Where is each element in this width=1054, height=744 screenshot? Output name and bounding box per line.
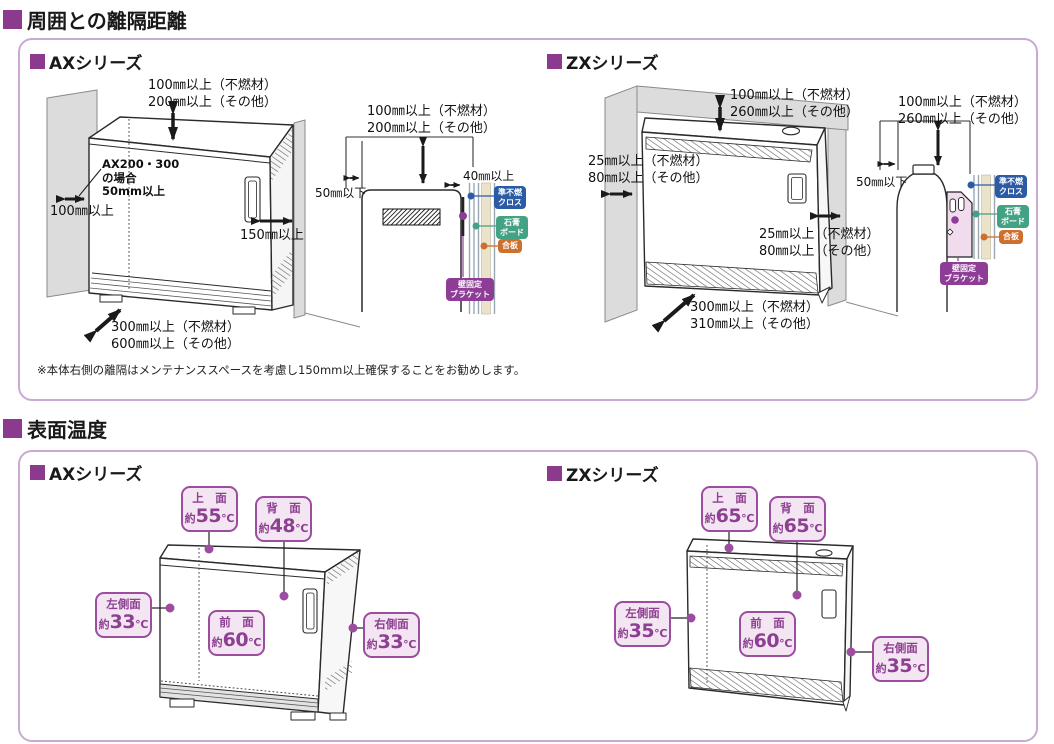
ax-section-gap-label: 40㎜以上 (463, 169, 515, 183)
surface-zx-heading-text: ZXシリーズ (566, 466, 659, 486)
temp-badge-zx-right: 右側面 約35℃ (872, 636, 929, 682)
wall-layer-badge-semi-noncombustible-cloth: 準不燃 クロス (995, 175, 1027, 198)
subsection-bullet-icon (547, 466, 562, 481)
zx-section-left-label: 50㎜以下 (856, 175, 908, 189)
section-bullet-icon (3, 419, 22, 438)
temp-badge-zx-front: 前 面 約60℃ (739, 611, 796, 657)
temp-badge-ax-right: 右側面 約33℃ (363, 612, 420, 658)
section-bullet-icon (3, 10, 22, 29)
ax-model-note: AX200・300 の場合 50mm以上 (102, 157, 180, 198)
ax-section-left-label: 50㎜以下 (315, 186, 367, 200)
surface-ax-heading: AXシリーズ (30, 460, 142, 485)
clearance-footnote: ※本体右側の離隔はメンテナンススペースを考慮し150mm以上確保することをお勧め… (37, 363, 526, 377)
clearance-ax-heading: AXシリーズ (30, 49, 142, 74)
temp-badge-zx-back: 背 面 約65℃ (769, 496, 826, 542)
clearance-zx-heading: ZXシリーズ (547, 49, 659, 74)
ax-right-clearance-label: 150㎜以上 (240, 228, 304, 243)
temp-badge-zx-left: 左側面 約35℃ (614, 601, 671, 647)
wall-layer-badge-plywood: 合板 (498, 239, 522, 253)
ax-section-top-label: 100㎜以上（不燃材） 200㎜以上（その他） (367, 104, 496, 136)
temp-badge-ax-front: 前 面 約60℃ (208, 610, 265, 656)
clearance-section-title: 周囲との離隔距離 (3, 5, 187, 34)
subsection-bullet-icon (547, 54, 562, 69)
clearance-zx-heading-text: ZXシリーズ (566, 54, 659, 74)
zx-section-top-label: 100㎜以上（不燃材） 260㎜以上（その他） (898, 95, 1027, 127)
temp-badge-ax-left: 左側面 約33℃ (95, 592, 152, 638)
temp-badge-zx-top: 上 面 約65℃ (701, 486, 758, 532)
wall-layer-badge-gypsum-board: 石膏 ボード (496, 216, 528, 239)
subsection-bullet-icon (30, 465, 45, 480)
subsection-bullet-icon (30, 54, 45, 69)
clearance-ax-heading-text: AXシリーズ (49, 54, 143, 74)
surface-title-text: 表面温度 (27, 418, 107, 442)
ax-left-clearance-label: 100㎜以上 (50, 204, 114, 219)
wall-layer-badge-gypsum-board: 石膏 ボード (997, 205, 1029, 228)
surface-section-title: 表面温度 (3, 414, 107, 443)
zx-top-clearance-label: 100㎜以上（不燃材） 260㎜以上（その他） (730, 88, 859, 120)
ax-front-clearance-label: 300㎜以上（不燃材） 600㎜以上（その他） (111, 320, 240, 352)
temp-badge-ax-back: 背 面 約48℃ (255, 496, 312, 542)
surface-ax-heading-text: AXシリーズ (49, 465, 143, 485)
wall-bracket-badge: 壁固定 ブラケット (940, 262, 988, 285)
surface-zx-heading: ZXシリーズ (547, 461, 659, 486)
zx-right-clearance-label: 25㎜以上（不燃材） 80㎜以上（その他） (759, 227, 880, 259)
wall-layer-badge-plywood: 合板 (999, 230, 1023, 244)
clearance-title-text: 周囲との離隔距離 (27, 9, 187, 33)
temp-badge-ax-top: 上 面 約55℃ (181, 486, 238, 532)
wall-layer-badge-semi-noncombustible-cloth: 準不燃 クロス (494, 186, 526, 209)
ax-top-clearance-label: 100㎜以上（不燃材） 200㎜以上（その他） (148, 78, 277, 110)
surface-panel (18, 450, 1038, 742)
zx-left-clearance-label: 25㎜以上（不燃材） 80㎜以上（その他） (588, 154, 709, 186)
wall-bracket-badge: 壁固定 ブラケット (446, 278, 494, 301)
zx-front-clearance-label: 300㎜以上（不燃材） 310㎜以上（その他） (690, 300, 819, 332)
